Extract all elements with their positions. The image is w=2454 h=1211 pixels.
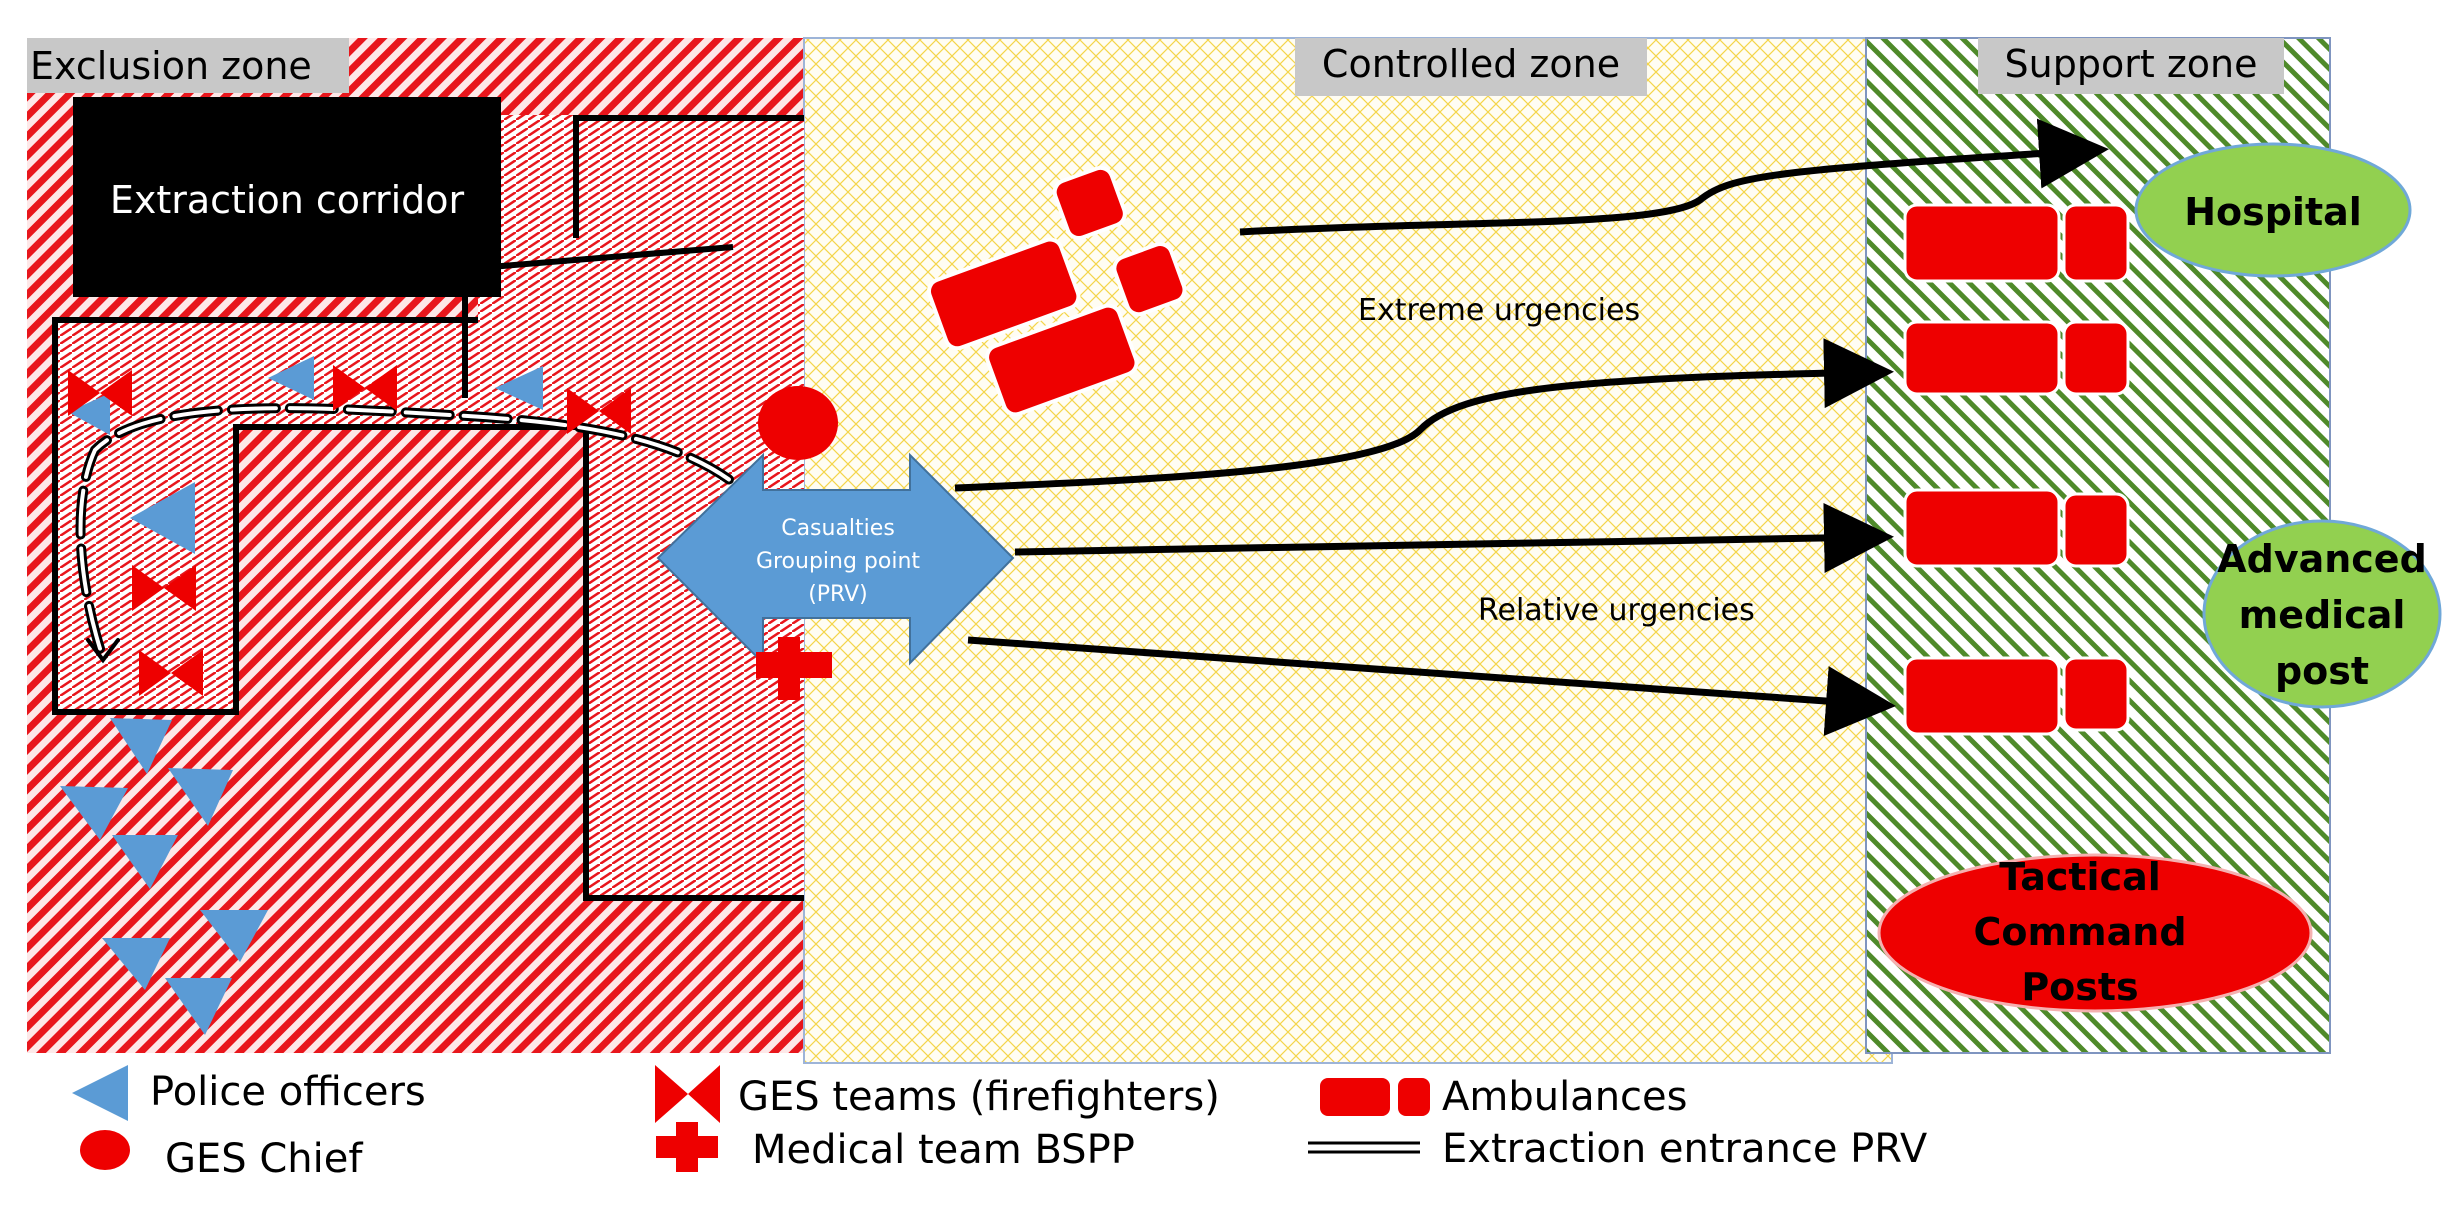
police-icon bbox=[165, 978, 232, 1035]
legend-police-icon bbox=[72, 1065, 128, 1121]
legend-ges-chief-label: GES Chief bbox=[165, 1136, 363, 1182]
ambulance-cluster bbox=[926, 165, 1187, 417]
police-icon bbox=[130, 482, 195, 554]
ges-teams bbox=[68, 365, 631, 696]
legend-medical-icon bbox=[656, 1122, 718, 1172]
ges-team-icon bbox=[333, 365, 397, 411]
ambulance-icon bbox=[2062, 492, 2130, 568]
legend-ges-teams-label: GES teams (firefighters) bbox=[738, 1074, 1220, 1120]
ambulance-icon bbox=[2062, 320, 2130, 396]
legend-medical-label: Medical team BSPP bbox=[752, 1127, 1135, 1173]
legend-ambulance-icon bbox=[1320, 1078, 1390, 1116]
flow-arrow-ambulance-3 bbox=[1014, 502, 1894, 573]
flow-arrows bbox=[954, 118, 2109, 736]
legend-extraction-label: Extraction entrance PRV bbox=[1442, 1126, 1928, 1172]
ambulance-icon bbox=[1903, 320, 2061, 396]
relative-urgencies-label: Relative urgencies bbox=[1478, 593, 1755, 628]
police-icon bbox=[60, 786, 128, 840]
tcp-label-1: Tactical bbox=[1999, 855, 2161, 899]
extraction-corridor-label: Extraction corridor bbox=[110, 178, 465, 222]
flow-arrow-ambulance-2 bbox=[954, 338, 1894, 492]
legend-ambulances-label: Ambulances bbox=[1442, 1074, 1688, 1120]
police-icon bbox=[68, 393, 110, 435]
advanced-medical-post-node bbox=[2202, 519, 2442, 709]
amp-label-3: post bbox=[2275, 649, 2369, 693]
legend-ges-chief-icon bbox=[80, 1130, 130, 1170]
ges-team-icon bbox=[139, 650, 203, 696]
police-officers bbox=[60, 356, 543, 1035]
hospital-node bbox=[2134, 142, 2412, 278]
ambulance-icon bbox=[2062, 203, 2130, 283]
ambulance-icon bbox=[1903, 656, 2061, 736]
flow-arrow-hospital bbox=[1239, 118, 2109, 236]
extraction-corridor-box bbox=[73, 97, 501, 297]
flow-arrow-ambulance-4 bbox=[967, 636, 1896, 736]
legend-ges-team-icon bbox=[655, 1065, 720, 1123]
police-icon bbox=[495, 366, 543, 410]
ges-team-icon bbox=[132, 565, 196, 611]
amp-label-2: medical bbox=[2239, 593, 2406, 637]
inner-corridor-area bbox=[58, 115, 804, 898]
legend-police-label: Police officers bbox=[150, 1069, 426, 1115]
controlled-zone-label: Controlled zone bbox=[1322, 42, 1620, 86]
ges-team-icon bbox=[567, 388, 631, 434]
tcp-label-3: Posts bbox=[2021, 965, 2138, 1009]
grouping-point-label-3: (PRV) bbox=[808, 582, 868, 607]
legend-ambulance-icon bbox=[1398, 1078, 1430, 1116]
tcp-label-2: Command bbox=[1973, 910, 2186, 954]
controlled-zone-label-bg bbox=[1295, 38, 1647, 96]
tactical-command-posts-node bbox=[1877, 853, 2313, 1013]
ambulance-icon bbox=[1903, 488, 2061, 568]
support-ambulances bbox=[1903, 203, 2130, 736]
ges-chief-icon bbox=[758, 386, 838, 460]
police-icon bbox=[200, 910, 268, 962]
police-icon bbox=[268, 356, 314, 400]
amp-label-1: Advanced bbox=[2217, 537, 2427, 581]
grouping-point-arrow bbox=[656, 452, 1015, 666]
corridor-outline bbox=[52, 115, 804, 901]
ambulance-icon bbox=[2062, 656, 2130, 732]
exclusion-zone-label-bg bbox=[27, 38, 349, 93]
hospital-label: Hospital bbox=[2184, 190, 2362, 234]
extreme-urgencies-label: Extreme urgencies bbox=[1358, 293, 1640, 328]
police-icon bbox=[112, 835, 178, 889]
ges-team-icon bbox=[68, 370, 132, 416]
police-icon bbox=[110, 718, 172, 774]
police-icon bbox=[102, 938, 170, 990]
support-zone-label-bg bbox=[1978, 38, 2284, 94]
police-icon bbox=[168, 768, 233, 826]
exclusion-zone-label: Exclusion zone bbox=[30, 44, 312, 88]
medical-team-icon bbox=[756, 637, 832, 700]
ambulance-icon bbox=[1903, 203, 2061, 283]
legend: Police officers GES Chief GES teams (fir… bbox=[72, 1065, 1928, 1182]
grouping-point-label-2: Grouping point bbox=[756, 549, 920, 574]
support-zone-label: Support zone bbox=[2005, 42, 2258, 86]
grouping-point-label-1: Casualties bbox=[781, 516, 895, 541]
